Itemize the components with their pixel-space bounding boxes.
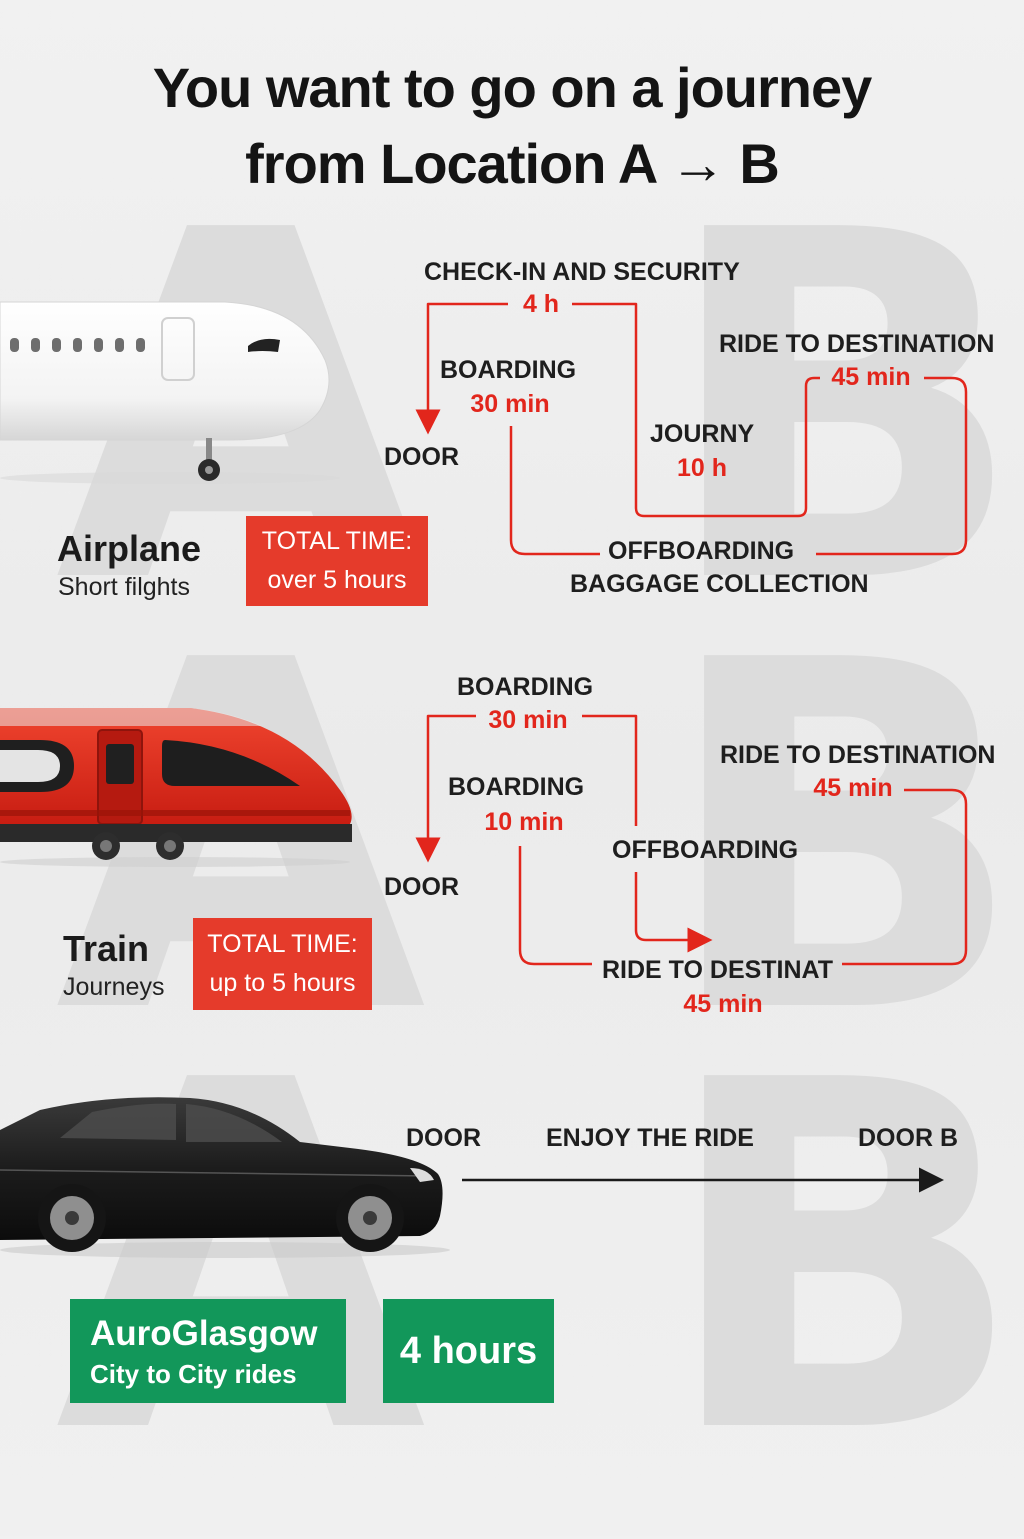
airplane-step-baggage: BAGGAGE COLLECTION (570, 570, 869, 598)
car-illustration (0, 1097, 450, 1258)
bg-letter-b-1: B (660, 130, 1024, 689)
airplane-subtitle: Short filghts (58, 573, 191, 601)
brand-badge: AuroGlasgow City to City rides (70, 1299, 346, 1403)
car-step-enjoy: ENJOY THE RIDE (546, 1124, 754, 1152)
bg-letter-b-3: B (660, 980, 1024, 1539)
airplane-total-label: TOTAL TIME: (261, 527, 413, 555)
train-illustration (0, 708, 352, 867)
airplane-step-offboarding: OFFBOARDING (608, 537, 795, 565)
train-name: Train (63, 928, 150, 969)
airplane-step-ride-time: 45 min (831, 363, 911, 391)
train-total-time-badge: TOTAL TIME: up to 5 hours (193, 918, 372, 1010)
airplane-step-boarding: BOARDING (440, 356, 577, 384)
airplane-step-door: DOOR (384, 443, 459, 471)
bg-letter-b-2: B (660, 560, 1024, 1119)
car-total-time-badge: 4 hours (383, 1299, 554, 1403)
train-step-ride-1-time: 45 min (813, 774, 893, 802)
title-line-2: from Location A → B (245, 132, 780, 195)
airplane-total-value: over 5 hours (267, 566, 407, 594)
train-step-offboarding: OFFBOARDING (612, 836, 799, 864)
airplane-step-journey-time: 10 h (676, 454, 728, 482)
train-step-ride-2-time: 45 min (683, 990, 763, 1018)
airplane-step-checkin-time: 4 h (522, 290, 560, 318)
brand-name: AuroGlasgow (90, 1314, 318, 1353)
train-step-boarding-1: BOARDING (457, 673, 594, 701)
page-title: You want to go on a journey from Locatio… (0, 50, 1024, 202)
train-step-door: DOOR (384, 873, 459, 901)
train-step-boarding-1-time: 30 min (488, 706, 568, 734)
airplane-step-ride: RIDE TO DESTINATION (719, 330, 995, 358)
train-step-boarding-2-time: 10 min (484, 808, 564, 836)
car-step-door-b: DOOR B (858, 1124, 958, 1152)
train-total-value: up to 5 hours (209, 969, 356, 997)
airplane-illustration (0, 301, 340, 484)
train-step-ride-1: RIDE TO DESTINATION (720, 741, 996, 769)
train-step-boarding-2: BOARDING (448, 773, 585, 801)
title-line-1: You want to go on a journey (152, 56, 873, 119)
airplane-step-checkin: CHECK-IN AND SECURITY (424, 258, 740, 286)
train-total-label: TOTAL TIME: (207, 930, 358, 958)
brand-subtitle: City to City rides (90, 1359, 297, 1389)
airplane-total-time-badge: TOTAL TIME: over 5 hours (246, 516, 428, 606)
airplane-step-journey: JOURNY (650, 420, 755, 448)
airplane-name: Airplane (57, 528, 202, 569)
car-step-door: DOOR (406, 1124, 481, 1152)
train-step-ride-2: RIDE TO DESTINAT (602, 956, 834, 984)
train-subtitle: Journeys (63, 973, 165, 1001)
airplane-step-boarding-time: 30 min (470, 390, 550, 418)
